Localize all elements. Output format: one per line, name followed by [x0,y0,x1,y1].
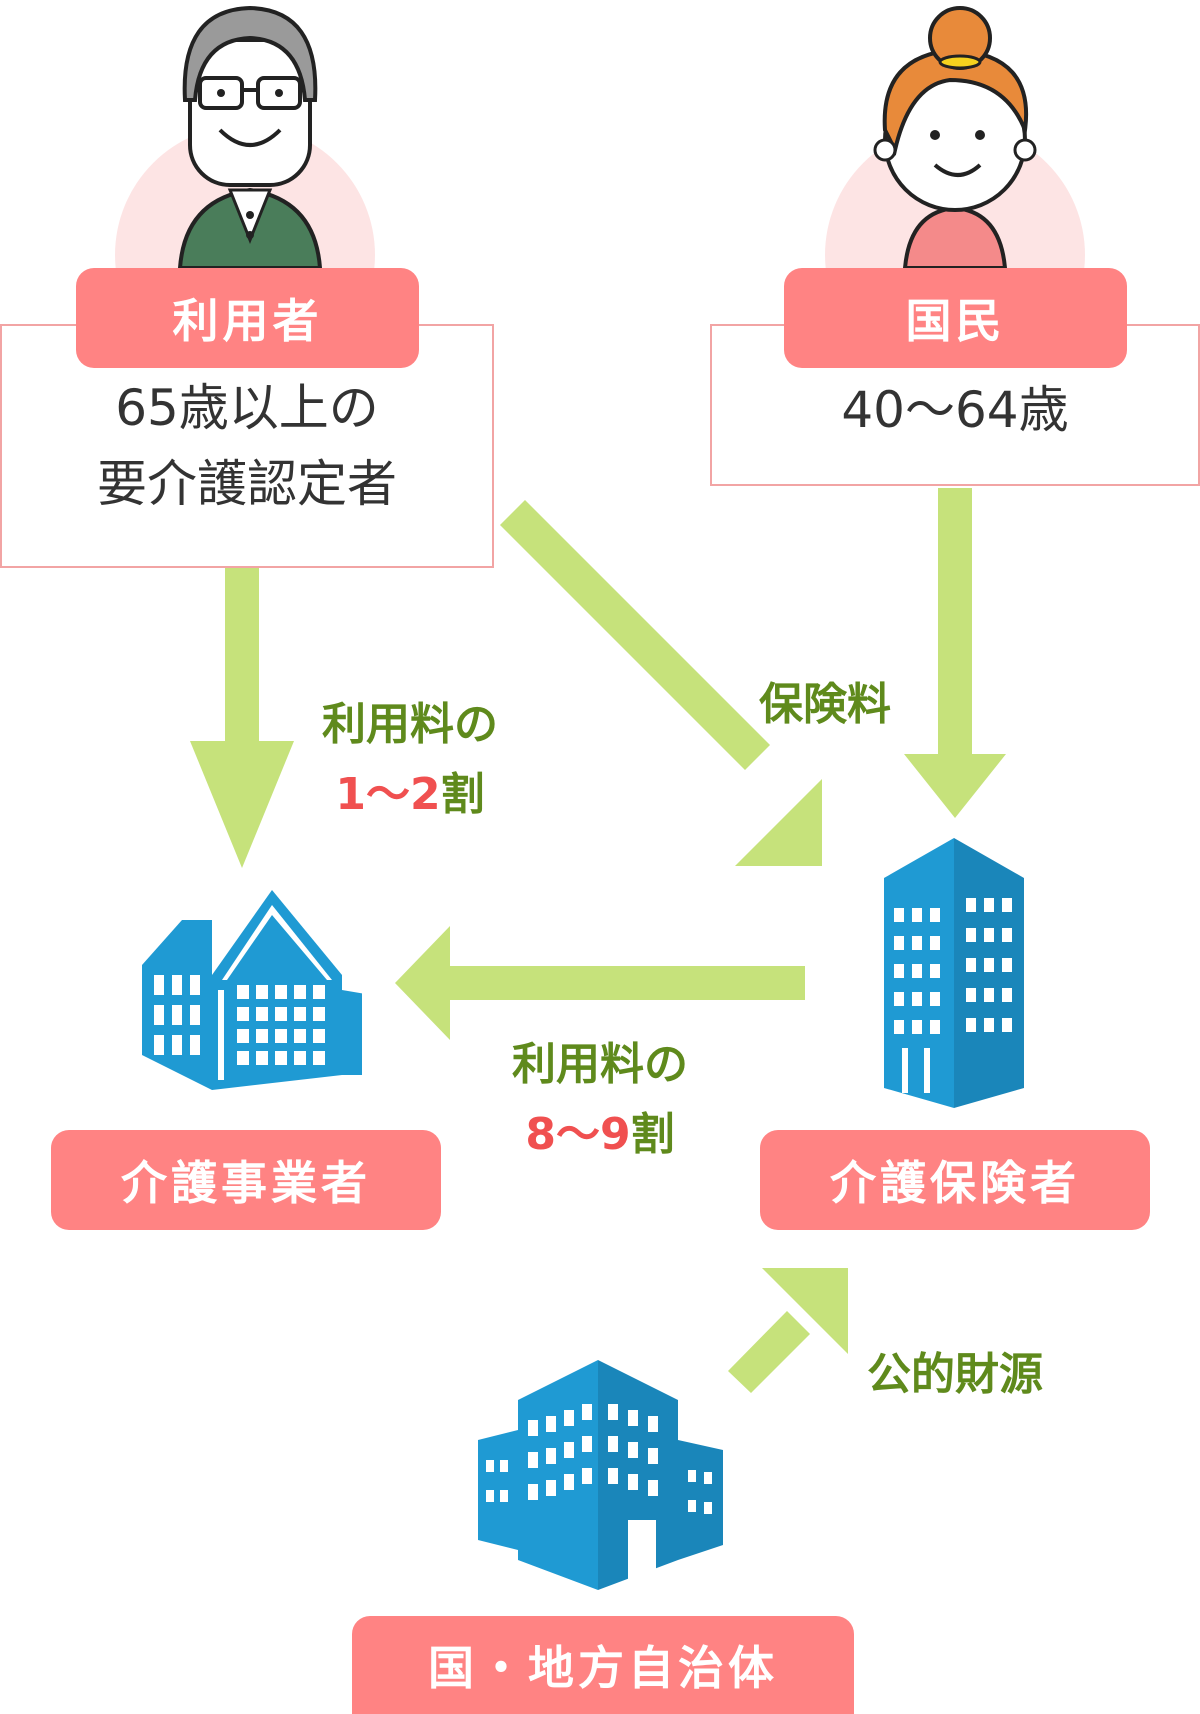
citizen-label: 国民 [784,268,1127,368]
arrow-user-to-provider [190,566,294,868]
premium-flow-text: 保険料 [759,679,891,730]
arrow-government-to-insurer [728,1268,848,1393]
arrow-insurer-to-provider [395,926,805,1040]
user-description-line1: 65歳以上の [115,379,379,437]
care-facility-building-icon [142,890,362,1090]
public-funds-flow-text: 公的財源 [867,1349,1043,1400]
insurer-fee-line1: 利用料の [512,1039,688,1090]
user-description-box: 65歳以上の 要介護認定者 [0,324,494,568]
arrow-citizen-to-insurer [904,488,1006,818]
citizen-description: 40〜64歳 [841,381,1069,439]
user-fee-line1: 利用料の [322,699,498,750]
user-fee-flow-text: 利用料の 1〜2割 [290,690,530,830]
provider-label: 介護事業者 [51,1130,441,1230]
office-tower-icon [884,838,1024,1108]
government-label: 国・地方自治体 [352,1616,854,1714]
user-label: 利用者 [76,268,419,368]
user-fee-suffix: 割 [440,769,485,820]
insurer-fee-flow-text: 利用料の 8〜9割 [480,1030,720,1170]
insurer-fee-ratio-line: 8〜9割 [480,1100,720,1170]
arrow-user-to-insurer [500,500,822,866]
government-building-icon [478,1360,723,1590]
insurer-label: 介護保険者 [760,1130,1150,1230]
user-fee-ratio-line: 1〜2割 [290,760,530,830]
insurer-fee-ratio: 8〜9 [525,1109,631,1160]
woman-icon [825,6,1085,270]
elderly-man-icon [90,5,430,270]
user-fee-ratio: 1〜2 [335,769,441,820]
user-description-line2: 要介護認定者 [97,455,397,513]
insurer-fee-suffix: 割 [630,1109,675,1160]
